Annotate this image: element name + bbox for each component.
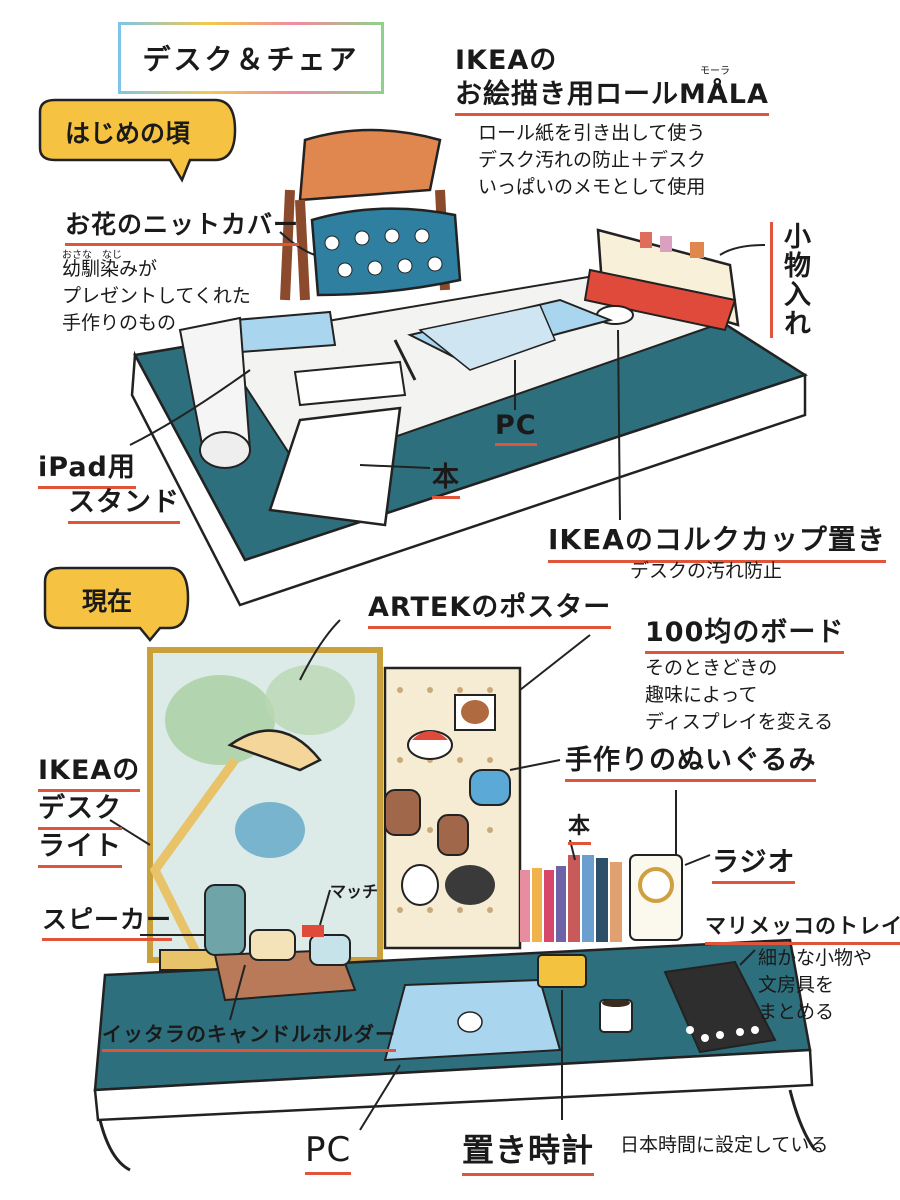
mala-note: ロール紙を引き出して使う デスク汚れの防止＋デスク いっぱいのメモとして使用 (478, 120, 706, 201)
ipad-stand-line2: スタンド (68, 480, 180, 524)
board-note-line2: 趣味によって (645, 684, 758, 706)
desk-edge (130, 350, 807, 607)
tray-note-line2: 文房具を (758, 974, 835, 996)
chair-back (298, 128, 442, 202)
lamp-line2: デスク (38, 786, 122, 830)
board-note: そのときどきの 趣味によって ディスプレイを変える (645, 655, 833, 736)
speaker-label: スピーカー (42, 900, 173, 941)
pc-label-before: PC (495, 410, 537, 446)
board-note-line1: そのときどきの (645, 657, 778, 679)
desk-lamp (149, 729, 322, 971)
speaker (204, 884, 246, 956)
clock-label: 置き時計 (462, 1125, 595, 1176)
mala-ruby: モーラ (700, 66, 730, 77)
knit-cushion (310, 207, 462, 297)
clock (537, 954, 587, 988)
top-scene (130, 128, 808, 607)
lamp-line3: ライト (38, 824, 122, 868)
mala-line1: IKEAの (455, 45, 558, 76)
bubble-now (43, 566, 190, 642)
board-note-line3: ディスプレイを変える (645, 711, 834, 733)
bubble-before (38, 98, 237, 183)
notebook-open (293, 360, 407, 407)
mala-note-line2: デスク汚れの防止＋デスク (478, 149, 707, 171)
cork-coaster-label: IKEAのコルクカップ置き (548, 518, 886, 563)
mala-roll (583, 268, 737, 332)
poster-label: ARTEKのポスター (368, 585, 612, 629)
heading-before: はじめの頃 (65, 119, 191, 148)
desk-front-now (93, 1048, 814, 1122)
tray-note-line1: 細かな小物や (758, 947, 873, 969)
books-row (520, 855, 622, 942)
plush-label: 手作りのぬいぐるみ (565, 738, 817, 782)
tray-label: マリメッコのトレイ (705, 910, 900, 945)
radio-label: ラジオ (712, 840, 796, 884)
tray-note: 細かな小物や 文房具を まとめる (758, 945, 872, 1026)
knit-note: 幼馴染みが プレゼントしてくれた 手作りのもの (62, 256, 251, 337)
mala-note-line3: いっぱいのメモとして使用 (478, 176, 706, 198)
ipad-stand-line1: iPad用 (38, 445, 136, 489)
candle-holder-label: イッタラのキャンドルホルダー (102, 1018, 396, 1052)
clock-note: 日本時間に設定している (620, 1134, 829, 1156)
knit-note-line3: 手作りのもの (62, 312, 177, 334)
board-label: 100均のボード (645, 610, 845, 654)
book-label-now: 本 (568, 808, 592, 845)
lamp-line1: IKEAの (38, 748, 141, 792)
pc-label-now: PC (305, 1130, 352, 1175)
knit-note-line1: 幼馴染みが (62, 258, 158, 280)
knit-note-line2: プレゼントしてくれた (62, 285, 251, 307)
match-label: マッチ (330, 882, 379, 901)
tray-note-line3: まとめる (758, 1001, 835, 1023)
mala-line2: お絵描き用ロールMÅLA (455, 72, 769, 116)
mala-note-line1: ロール紙を引き出して使う (478, 122, 706, 144)
book (268, 406, 402, 527)
knit-cover-label: お花のニットカバー (65, 205, 300, 246)
laptop-keyboard (418, 304, 557, 371)
bottom-scene (93, 647, 817, 1172)
title-box: デスク＆チェア (118, 22, 384, 94)
page-title: デスク＆チェア (142, 43, 360, 76)
small-items-label: 小物入れ (770, 222, 814, 338)
heading-now: 現在 (82, 587, 133, 616)
knit-ruby: おさな なじ (62, 250, 122, 261)
book-label-before: 本 (432, 455, 460, 499)
cork-coaster-note: デスクの汚れ防止 (630, 560, 783, 582)
